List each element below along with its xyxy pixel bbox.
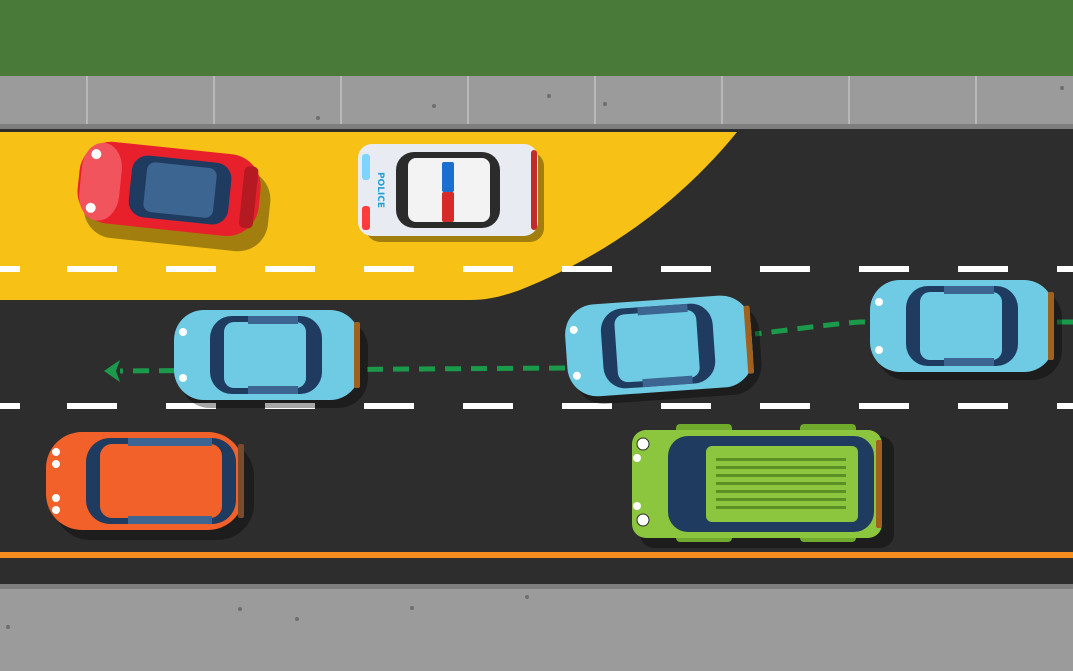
green-suv bbox=[632, 424, 894, 548]
grass-strip bbox=[0, 0, 1073, 76]
orange-car bbox=[46, 432, 254, 540]
top-sidewalk bbox=[0, 76, 1073, 129]
bottom-sidewalk bbox=[0, 584, 1073, 671]
lane-markings bbox=[0, 266, 1073, 409]
road-edge-line bbox=[0, 552, 1073, 558]
blue-car-middle-lane-right bbox=[870, 280, 1062, 380]
blue-car-middle-lane-left bbox=[174, 310, 368, 408]
green-left-arrow-icon bbox=[104, 360, 120, 382]
police-label: POLICE bbox=[375, 172, 385, 208]
blue-car-changing-lanes bbox=[565, 295, 762, 404]
police-car: POLICE bbox=[358, 144, 544, 242]
red-sports-car bbox=[77, 141, 271, 252]
